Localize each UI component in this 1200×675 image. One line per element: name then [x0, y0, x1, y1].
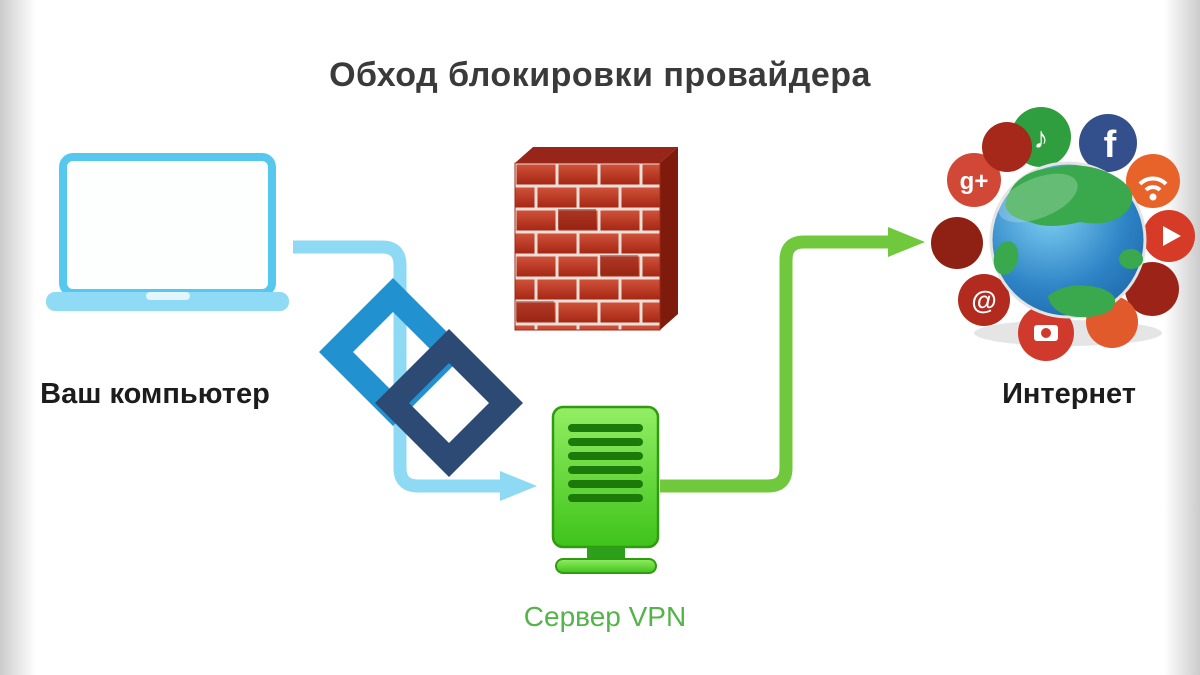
arrow-vpn-to-internet-line [660, 235, 888, 493]
arrow-vpn-to-internet [660, 227, 925, 493]
laptop-base-notch [146, 292, 190, 300]
arrow-computer-to-vpn [293, 240, 537, 501]
laptop-base [46, 292, 289, 311]
wifi-arc-inner [1144, 185, 1162, 192]
laptop-icon [46, 153, 289, 311]
roskomnadzor-logo [319, 278, 523, 477]
computer-label: Ваш компьютер [40, 378, 270, 410]
arrow-vpn-to-internet-head [888, 227, 925, 257]
facebook-glyph: f [1104, 124, 1117, 166]
internet-label: Интернет [1002, 378, 1136, 410]
wall-dark-brick [516, 301, 554, 321]
firewall-brick-wall-icon [514, 147, 678, 331]
play-triangle [1163, 226, 1181, 246]
badge-icon [1125, 262, 1179, 316]
logo-light-blue-frame [319, 278, 467, 426]
globe-land-north [1005, 165, 1133, 226]
internet-cluster: ♪ f @ g+ [931, 107, 1195, 361]
wall-dark-brick [558, 209, 596, 229]
camera-lens [1041, 328, 1051, 338]
vpn-server-label: Сервер VPN [523, 601, 687, 632]
globe-land-east [1119, 249, 1143, 269]
wifi-arc-outer [1138, 176, 1168, 186]
wall-dark-brick [600, 255, 638, 275]
facebook-icon [1079, 114, 1137, 172]
gplus-icon [947, 153, 1001, 207]
wifi-dot [1149, 193, 1157, 201]
arrow-computer-to-vpn-head [500, 471, 537, 501]
music-glyph: ♪ [1034, 122, 1049, 155]
globe-land-west [993, 241, 1019, 275]
wall-side-face [660, 147, 678, 330]
server-stand-base [555, 558, 657, 574]
server-slots [568, 424, 643, 502]
server-stand-neck [587, 547, 625, 560]
wifi-icon [1126, 154, 1180, 208]
video-icon [931, 217, 983, 269]
vpn-server-icon [551, 405, 660, 574]
logo-navy-frame [375, 329, 523, 477]
wall-front-face [514, 162, 661, 331]
pin-icon [982, 122, 1032, 172]
page-title: Обход блокировки провайдера [329, 56, 871, 94]
globe-icon [989, 161, 1147, 319]
globe-gloss [998, 173, 1078, 223]
globe-land-south [1048, 285, 1116, 318]
mail-icon [958, 274, 1010, 326]
gplus-glyph: g+ [960, 168, 989, 195]
laptop-screen [59, 153, 276, 297]
arrow-computer-to-vpn-line [293, 240, 500, 493]
mail-glyph: @ [971, 285, 996, 315]
wall-top-face [515, 147, 678, 163]
